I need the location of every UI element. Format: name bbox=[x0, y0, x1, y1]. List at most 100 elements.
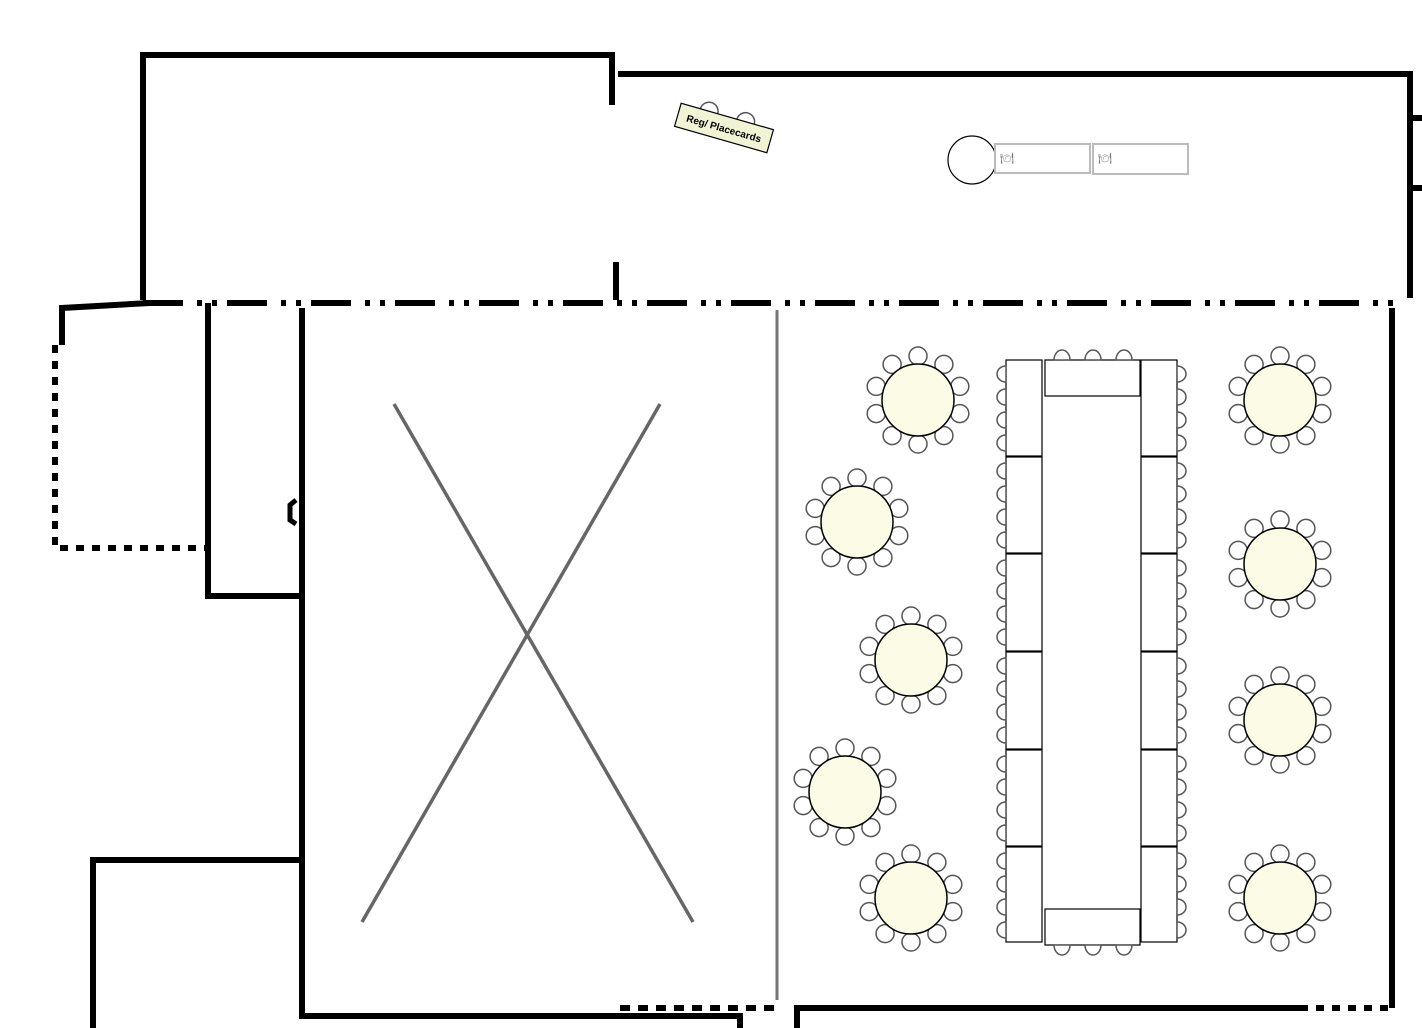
round-table[interactable] bbox=[793, 738, 897, 846]
chair bbox=[875, 923, 895, 944]
registration-table[interactable]: Reg/ Placecards bbox=[673, 95, 776, 154]
chair bbox=[1115, 944, 1133, 956]
round-table-top bbox=[874, 861, 948, 935]
chair bbox=[1244, 589, 1264, 610]
round-table[interactable] bbox=[1228, 346, 1332, 454]
chair bbox=[996, 508, 1007, 526]
buffet-round-table bbox=[947, 135, 997, 185]
chair bbox=[996, 875, 1007, 893]
chair bbox=[996, 852, 1007, 870]
chair bbox=[882, 354, 902, 375]
chair bbox=[996, 898, 1007, 916]
chair bbox=[1176, 434, 1187, 452]
west-room-dotted bbox=[52, 345, 205, 551]
round-table-top bbox=[808, 755, 882, 829]
chair bbox=[1176, 582, 1187, 600]
chair bbox=[1176, 852, 1187, 870]
chair bbox=[875, 852, 895, 873]
chair bbox=[908, 346, 928, 366]
chair bbox=[873, 547, 893, 568]
chair bbox=[934, 354, 954, 375]
cross-line-2 bbox=[360, 403, 662, 923]
chair bbox=[1244, 518, 1264, 539]
chair bbox=[1270, 754, 1290, 774]
round-table[interactable] bbox=[859, 606, 963, 714]
banquet-table-section bbox=[1140, 359, 1178, 457]
chair bbox=[1084, 349, 1102, 361]
chair bbox=[1296, 425, 1316, 446]
cross-line-1 bbox=[392, 403, 695, 923]
chair bbox=[1244, 674, 1264, 695]
chair bbox=[996, 582, 1007, 600]
chair bbox=[901, 844, 921, 864]
round-table[interactable] bbox=[1228, 510, 1332, 618]
buffet-icon: 🍽 bbox=[1000, 152, 1014, 165]
chair bbox=[1176, 628, 1187, 646]
banquet-table-section bbox=[1140, 749, 1178, 847]
chair bbox=[1176, 801, 1187, 819]
reg-table-top bbox=[673, 102, 775, 154]
south-west-room bbox=[90, 857, 743, 1028]
round-table-top bbox=[1243, 861, 1317, 935]
banquet-table-section bbox=[1140, 651, 1178, 750]
chair bbox=[1270, 510, 1290, 530]
chair bbox=[1244, 745, 1264, 766]
chair bbox=[1053, 944, 1071, 956]
chair bbox=[1176, 365, 1187, 383]
chair bbox=[1270, 844, 1290, 864]
chair bbox=[1176, 778, 1187, 796]
chair bbox=[847, 468, 867, 488]
chair bbox=[861, 746, 881, 767]
chair bbox=[1176, 755, 1187, 773]
banquet-table-section bbox=[1005, 651, 1043, 750]
chair bbox=[927, 852, 947, 873]
chair bbox=[1270, 598, 1290, 618]
chair bbox=[996, 434, 1007, 452]
round-table[interactable] bbox=[805, 468, 909, 576]
chair bbox=[1176, 726, 1187, 744]
buffet-area[interactable]: 🍽 🍽 bbox=[947, 135, 1189, 185]
chair bbox=[847, 556, 867, 576]
chair bbox=[1244, 425, 1264, 446]
chair bbox=[1176, 657, 1187, 675]
chair bbox=[996, 485, 1007, 503]
west-room-wall bbox=[59, 300, 151, 345]
chair bbox=[996, 801, 1007, 819]
chair bbox=[908, 434, 928, 454]
banquet-table-section bbox=[1140, 846, 1178, 943]
round-table-top bbox=[881, 363, 955, 437]
chair bbox=[996, 921, 1007, 939]
reg-chair-1 bbox=[699, 101, 719, 114]
buffet-station-2 bbox=[1092, 143, 1189, 175]
banquet-table-section bbox=[1005, 749, 1043, 847]
banquet-table-section bbox=[1005, 553, 1043, 652]
chair bbox=[1176, 703, 1187, 721]
round-table-top bbox=[1243, 363, 1317, 437]
chair bbox=[1296, 518, 1316, 539]
banquet-table-section bbox=[1140, 456, 1178, 554]
chair bbox=[1176, 898, 1187, 916]
round-table[interactable] bbox=[866, 346, 970, 454]
chair bbox=[1176, 485, 1187, 503]
chair bbox=[996, 365, 1007, 383]
chair bbox=[996, 657, 1007, 675]
round-table[interactable] bbox=[1228, 666, 1332, 774]
banquet-table-section bbox=[1005, 456, 1043, 554]
round-table-top bbox=[1243, 527, 1317, 601]
chair bbox=[809, 746, 829, 767]
chair bbox=[1270, 346, 1290, 366]
chair bbox=[1270, 932, 1290, 952]
chair bbox=[1176, 411, 1187, 429]
chair bbox=[996, 462, 1007, 480]
chair bbox=[1296, 589, 1316, 610]
round-table[interactable] bbox=[859, 844, 963, 952]
banquet-table-section bbox=[1005, 846, 1043, 943]
chair bbox=[901, 694, 921, 714]
chair bbox=[996, 824, 1007, 842]
chair bbox=[996, 388, 1007, 406]
chair bbox=[873, 476, 893, 497]
round-table[interactable] bbox=[1228, 844, 1332, 952]
west-corridor bbox=[205, 303, 302, 599]
chair bbox=[996, 628, 1007, 646]
crossed-out-area bbox=[360, 403, 695, 923]
